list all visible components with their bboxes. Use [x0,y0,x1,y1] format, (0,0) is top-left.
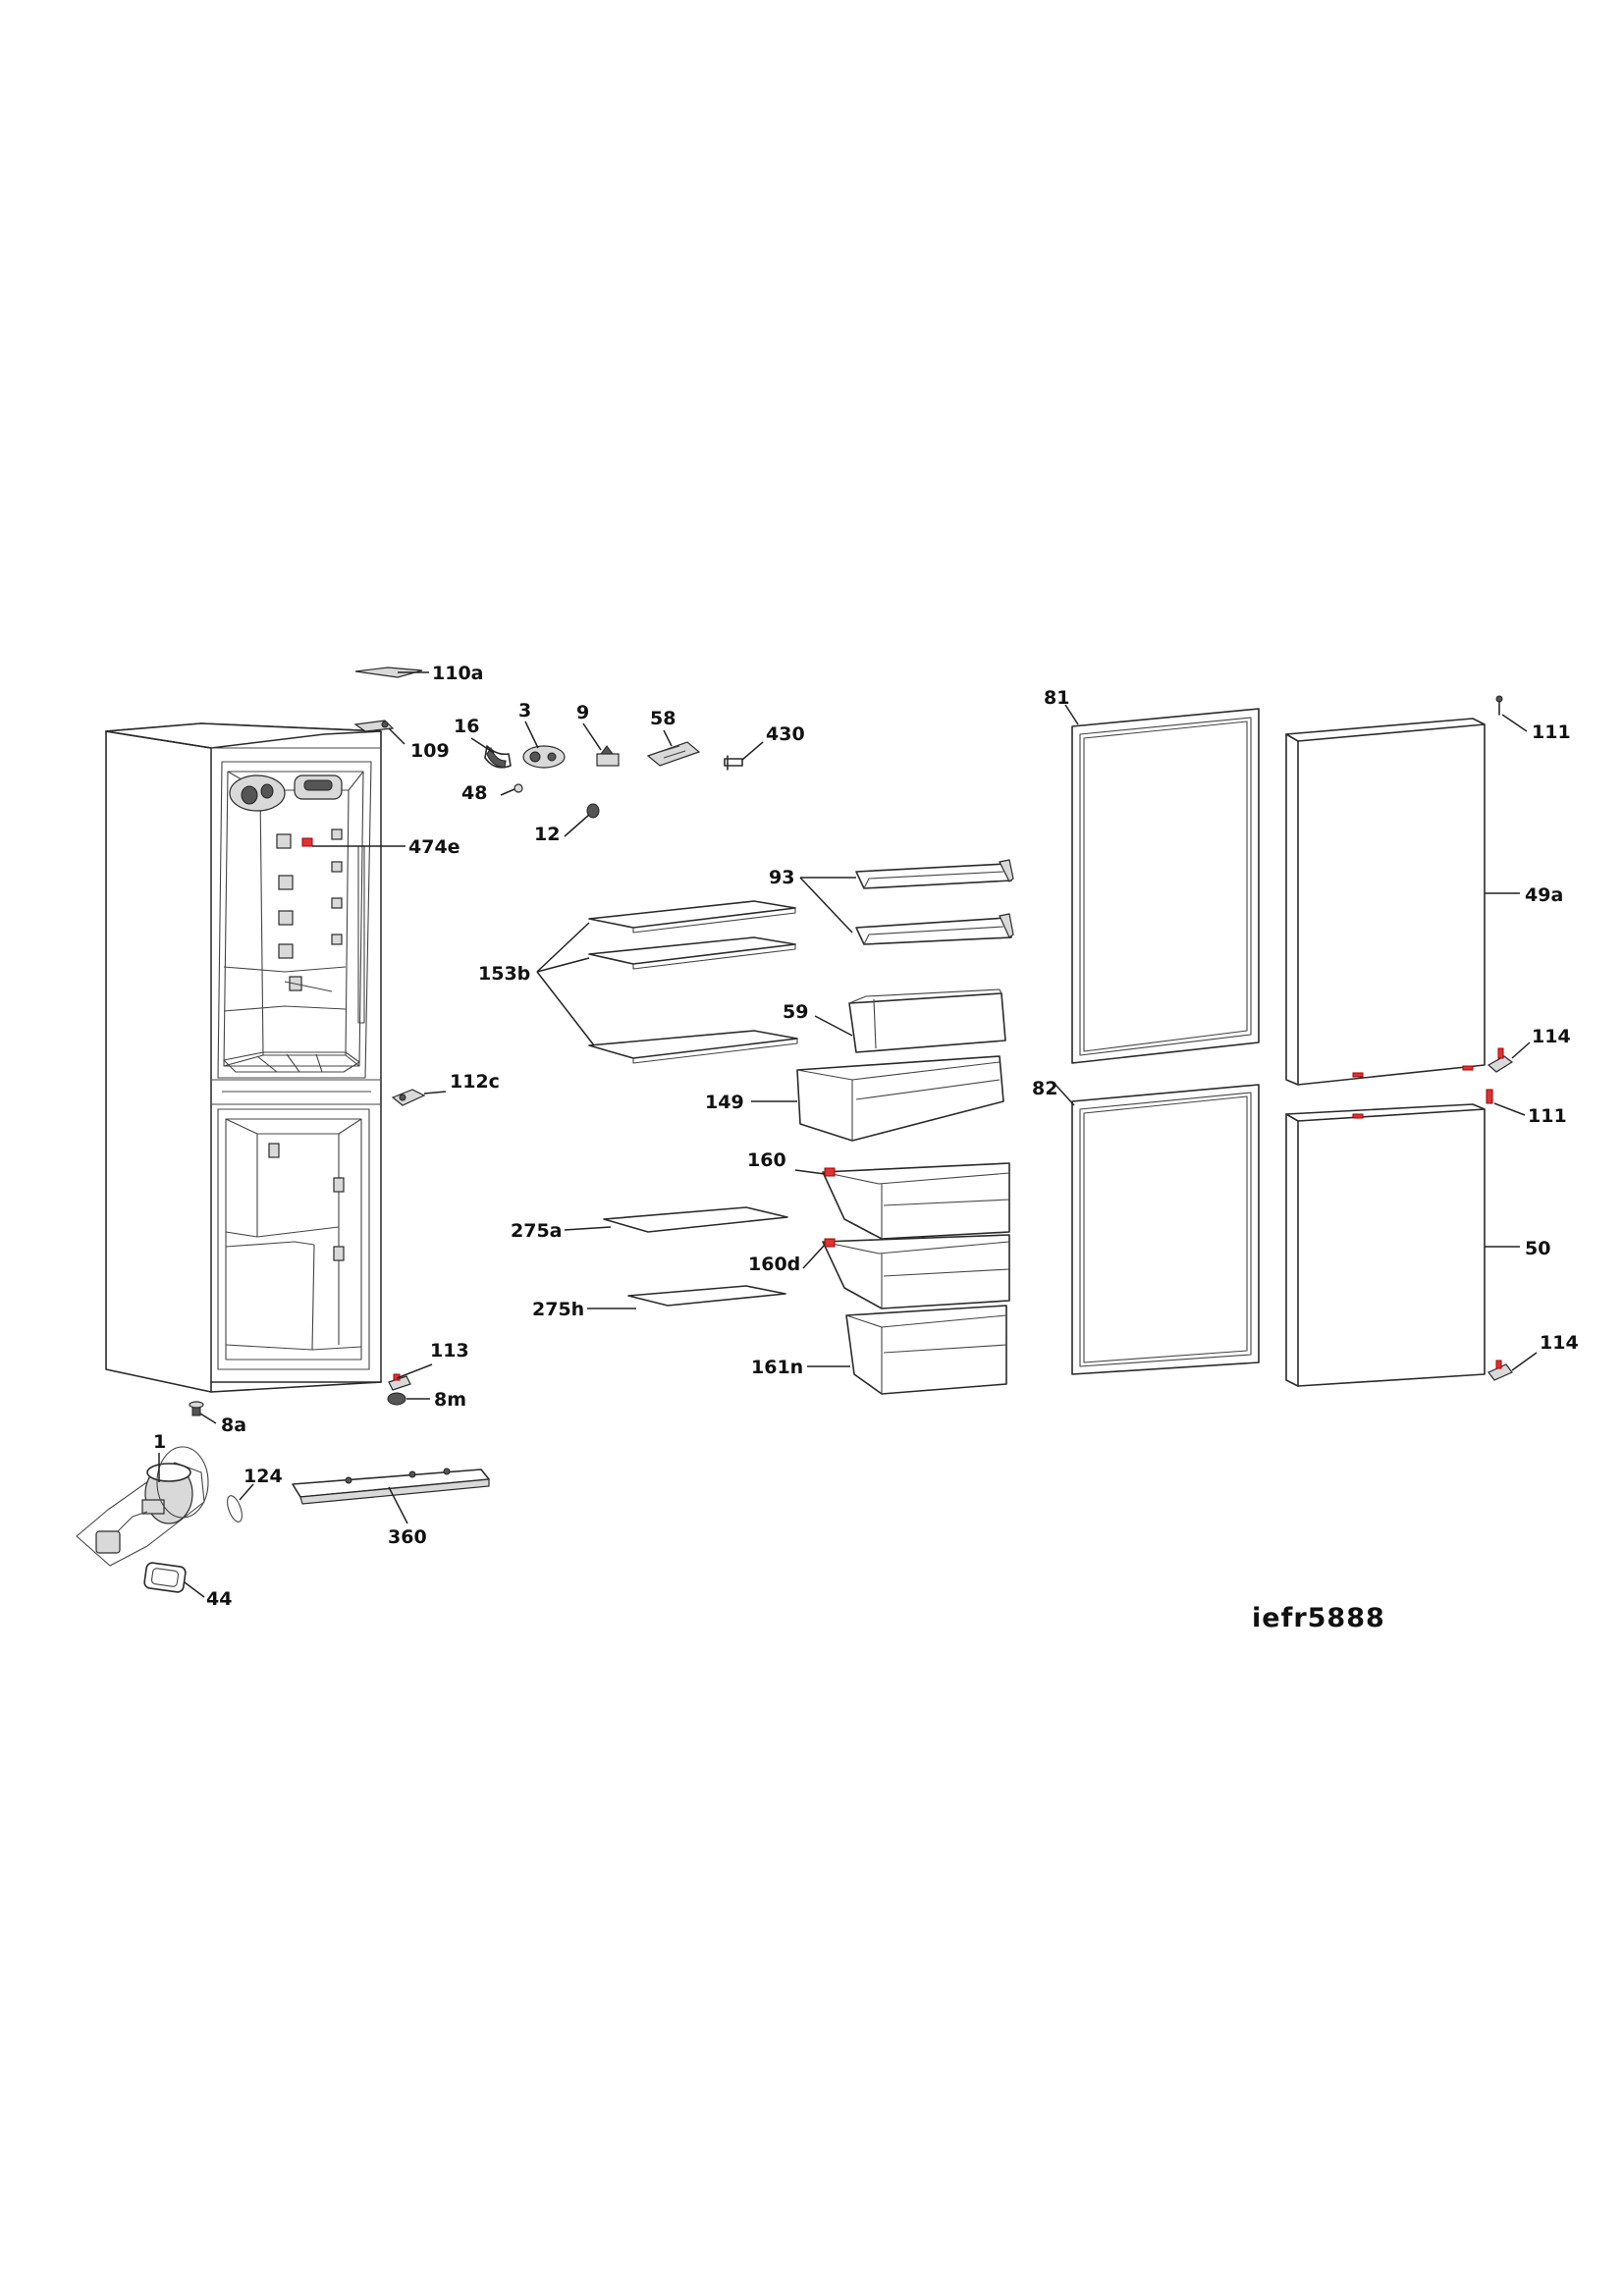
glass-shelf-153b-3 [588,1030,798,1064]
label-81: 81 [1044,687,1069,709]
label-12: 12 [534,824,560,845]
part-48 [514,783,523,793]
label-161n: 161n [751,1357,803,1378]
door-49a [1285,718,1486,1086]
label-111-top: 111 [1532,721,1571,743]
label-49a: 49a [1525,884,1563,906]
label-474e: 474e [408,836,460,858]
part-12 [586,803,600,819]
part-109 [353,720,395,732]
label-50: 50 [1525,1238,1550,1259]
part-110a [354,667,423,678]
label-124: 124 [243,1466,283,1487]
part-124 [227,1495,243,1522]
door-balcony-93-lower [855,913,1014,945]
part-9 [596,745,620,767]
label-48: 48 [461,782,487,804]
part-114-bot [1488,1360,1513,1381]
drawer-149 [796,1055,1004,1142]
label-160: 160 [747,1149,786,1171]
part-111-mid [1486,1089,1493,1104]
label-360: 360 [388,1526,427,1548]
label-160d: 160d [748,1254,800,1275]
label-110a: 110a [432,663,483,684]
label-1: 1 [153,1431,166,1453]
glass-shelf-153b-1 [588,900,796,934]
shelf-supports [276,828,343,991]
part-8m [387,1392,406,1406]
label-93: 93 [769,867,794,888]
part-114-top [1487,1047,1514,1073]
label-44: 44 [206,1588,232,1610]
part-8a [189,1401,204,1416]
freezer-drawer-160d [822,1234,1010,1309]
label-3: 3 [518,700,531,721]
label-8a: 8a [221,1415,246,1436]
gasket-81 [1071,708,1260,1064]
label-430: 430 [766,723,805,745]
label-114-top: 114 [1532,1026,1571,1047]
label-16: 16 [454,716,479,737]
gasket-82 [1071,1084,1260,1375]
label-59: 59 [783,1001,808,1023]
freezer-drawer-160 [822,1162,1010,1240]
label-109: 109 [410,740,450,762]
label-112c: 112c [450,1071,500,1093]
compressor-assembly [76,1446,209,1567]
glass-shelf-153b-2 [588,936,796,970]
freezer-drawer-161n [845,1305,1007,1395]
label-114-bot: 114 [1540,1332,1579,1354]
label-113: 113 [430,1340,469,1362]
part-labels: 110a 109 16 3 9 58 430 48 12 474e 93 153… [153,663,1579,1633]
label-275a: 275a [511,1220,562,1242]
label-111-mid: 111 [1528,1105,1567,1127]
label-275h: 275h [532,1299,584,1320]
part-430 [724,755,743,771]
part-360 [292,1468,490,1505]
label-82: 82 [1032,1078,1057,1099]
label-58: 58 [650,708,676,729]
door-balcony-59 [848,988,1006,1053]
part-111-top [1495,695,1503,716]
model-code: iefr5888 [1252,1603,1385,1633]
label-9: 9 [576,702,589,723]
leader-lines [158,671,1538,1598]
label-149: 149 [705,1092,744,1113]
part-58 [646,741,701,767]
part-44 [143,1562,187,1593]
door-balcony-93-upper [855,859,1014,889]
door-50 [1285,1103,1486,1387]
glass-shelf-275h [627,1285,786,1307]
part-112c [391,1089,426,1106]
part-3 [522,745,566,769]
label-153b: 153b [478,963,530,985]
part-474e [301,837,313,847]
label-8m: 8m [434,1389,466,1411]
fridge-cabinet [105,722,382,1393]
glass-shelf-275a [603,1206,788,1233]
